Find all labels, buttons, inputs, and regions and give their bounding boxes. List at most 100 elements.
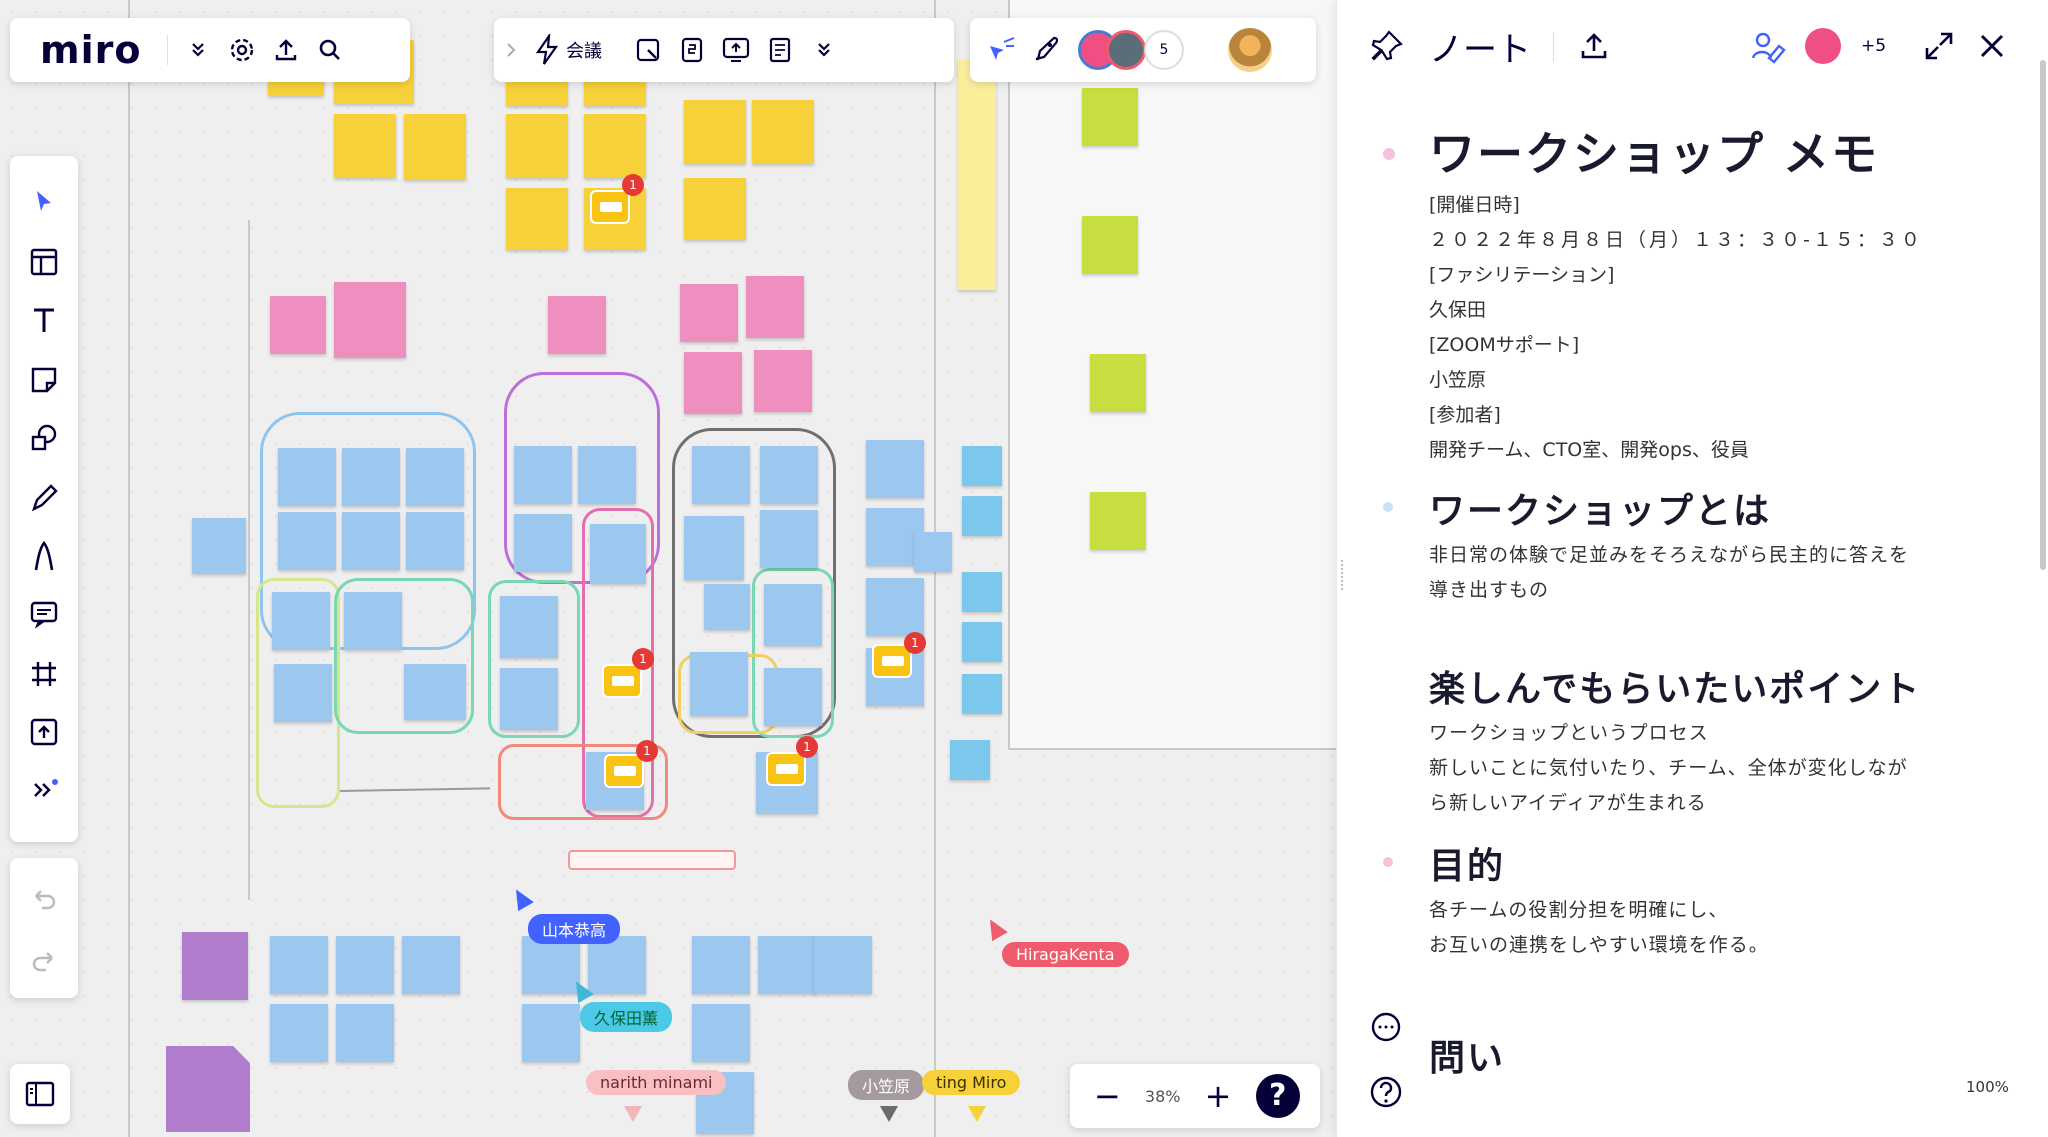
sticky-note[interactable]: [814, 936, 872, 994]
sticky-note[interactable]: [684, 352, 742, 414]
sticky-note[interactable]: [914, 532, 952, 572]
sticky-note[interactable]: [950, 740, 990, 780]
miro-board-canvas[interactable]: 1: [0, 0, 1336, 1137]
sticky-note[interactable]: [760, 510, 818, 568]
chevron-double-down-icon[interactable]: [176, 28, 220, 72]
avatar[interactable]: [1106, 30, 1146, 70]
sticky-note[interactable]: [692, 1004, 750, 1062]
redo-icon[interactable]: [20, 936, 68, 984]
comment-count-badge[interactable]: 1: [904, 632, 926, 654]
zoom-in-button[interactable]: +: [1204, 1077, 1232, 1115]
sticky-note[interactable]: [1082, 216, 1138, 274]
template-icon[interactable]: [20, 238, 68, 286]
sticky-note[interactable]: [680, 284, 738, 342]
sticky-note[interactable]: [342, 512, 400, 570]
sticky-note[interactable]: [578, 446, 636, 504]
frame-icon[interactable]: [626, 28, 670, 72]
comment-marker[interactable]: [766, 752, 806, 786]
sticky-note[interactable]: [506, 188, 568, 250]
sticky-note[interactable]: [1090, 354, 1146, 412]
help-button[interactable]: ?: [1255, 1074, 1300, 1118]
number-icon[interactable]: [670, 28, 714, 72]
sticky-note[interactable]: [270, 1004, 328, 1062]
sticky-note[interactable]: [684, 516, 744, 580]
rocket-icon[interactable]: [1024, 28, 1068, 72]
marker-icon[interactable]: [20, 532, 68, 580]
text-box[interactable]: [568, 850, 736, 870]
pin-icon[interactable]: [1369, 22, 1405, 70]
resize-handle[interactable]: [1341, 560, 1347, 590]
sticky-note[interactable]: [962, 572, 1002, 612]
sticky-note[interactable]: [760, 446, 818, 504]
comment-marker[interactable]: [590, 190, 630, 224]
group-outline[interactable]: [488, 580, 580, 738]
sticky-note[interactable]: [404, 664, 466, 720]
collaborator-edit-icon[interactable]: [1751, 22, 1787, 70]
sticky-note[interactable]: [522, 936, 580, 994]
sticky-note[interactable]: [752, 100, 814, 164]
sticky-note[interactable]: [344, 592, 402, 650]
sticky-note[interactable]: [692, 446, 750, 504]
sticky-note[interactable]: [584, 114, 646, 178]
sticky-note[interactable]: [758, 936, 816, 994]
comment-icon[interactable]: [20, 590, 68, 638]
text-icon[interactable]: [20, 296, 68, 344]
sticky-note[interactable]: [514, 514, 572, 572]
upload-board-icon[interactable]: [20, 708, 68, 756]
frame-crop-icon[interactable]: [20, 650, 68, 698]
sticky-note[interactable]: [404, 114, 466, 180]
note-zoom-level[interactable]: 100%: [1966, 1078, 2009, 1096]
sticky-note[interactable]: [192, 518, 246, 574]
export-icon[interactable]: [1577, 22, 1611, 70]
screen-icon[interactable]: [714, 28, 758, 72]
sticky-note-icon[interactable]: [20, 356, 68, 404]
sticky-note[interactable]: [962, 622, 1002, 662]
comment-count-badge[interactable]: 1: [622, 174, 644, 196]
sticky-note[interactable]: [500, 668, 558, 730]
group-outline[interactable]: [498, 744, 668, 820]
close-icon[interactable]: [1977, 22, 2007, 70]
sticky-note[interactable]: [704, 584, 750, 630]
section-text[interactable]: ワークショップというプロセス 新しいことに気付いたり、チーム、全体が変化しなが …: [1429, 716, 2009, 821]
sticky-note[interactable]: [590, 524, 646, 584]
meeting-button[interactable]: 会議: [528, 28, 608, 72]
sticky-note[interactable]: [962, 446, 1002, 486]
cursor-icon[interactable]: [980, 28, 1024, 72]
sticky-note[interactable]: [274, 664, 332, 722]
group-outline[interactable]: [334, 578, 474, 734]
connector-line[interactable]: [340, 787, 491, 792]
shapes-icon[interactable]: [20, 414, 68, 462]
sticky-note[interactable]: [182, 932, 248, 1000]
search-icon[interactable]: [308, 28, 352, 72]
sticky-note[interactable]: [334, 114, 396, 178]
section-text[interactable]: 非日常の体験で足並みをそろえながら民主的に答えを 導き出すもの: [1429, 538, 2009, 608]
shape[interactable]: [166, 1046, 250, 1132]
notes-scrollbar[interactable]: [2040, 60, 2046, 570]
note-content[interactable]: ワークショップ メモ [開催日時] ２０２２年８月８日（月）１３：３０-１５：３…: [1383, 118, 2009, 1085]
sticky-note[interactable]: [342, 448, 400, 506]
sticky-note[interactable]: [278, 512, 336, 570]
sticky-note[interactable]: [270, 296, 326, 354]
sticky-note[interactable]: [406, 512, 464, 570]
sticky-note[interactable]: [764, 668, 822, 726]
group-outline[interactable]: [672, 428, 836, 738]
comment-marker[interactable]: [602, 664, 642, 698]
board-panel-toggle[interactable]: [10, 1064, 70, 1124]
group-outline[interactable]: [752, 568, 834, 738]
sticky-note[interactable]: [958, 60, 996, 290]
section-heading[interactable]: 目的: [1429, 846, 1506, 887]
select-icon[interactable]: [20, 178, 68, 226]
sticky-note[interactable]: [406, 448, 464, 506]
doc-icon[interactable]: [758, 28, 802, 72]
meeting-info[interactable]: [開催日時] ２０２２年８月８日（月）１３：３０-１５：３０ [ファシリテーショ…: [1429, 188, 2009, 468]
more-tools-icon[interactable]: [20, 766, 68, 814]
sticky-note[interactable]: [522, 1004, 580, 1062]
board-frame[interactable]: [1008, 0, 1336, 750]
sticky-note[interactable]: [548, 296, 606, 354]
miro-logo[interactable]: miro: [40, 28, 142, 72]
sticky-note[interactable]: [506, 114, 568, 178]
section-heading[interactable]: 楽しんでもらいたいポイント: [1429, 669, 1922, 710]
participant-avatars[interactable]: 5: [1078, 28, 1198, 72]
comment-count-badge[interactable]: 1: [636, 740, 658, 762]
zoom-out-button[interactable]: −: [1093, 1077, 1121, 1115]
